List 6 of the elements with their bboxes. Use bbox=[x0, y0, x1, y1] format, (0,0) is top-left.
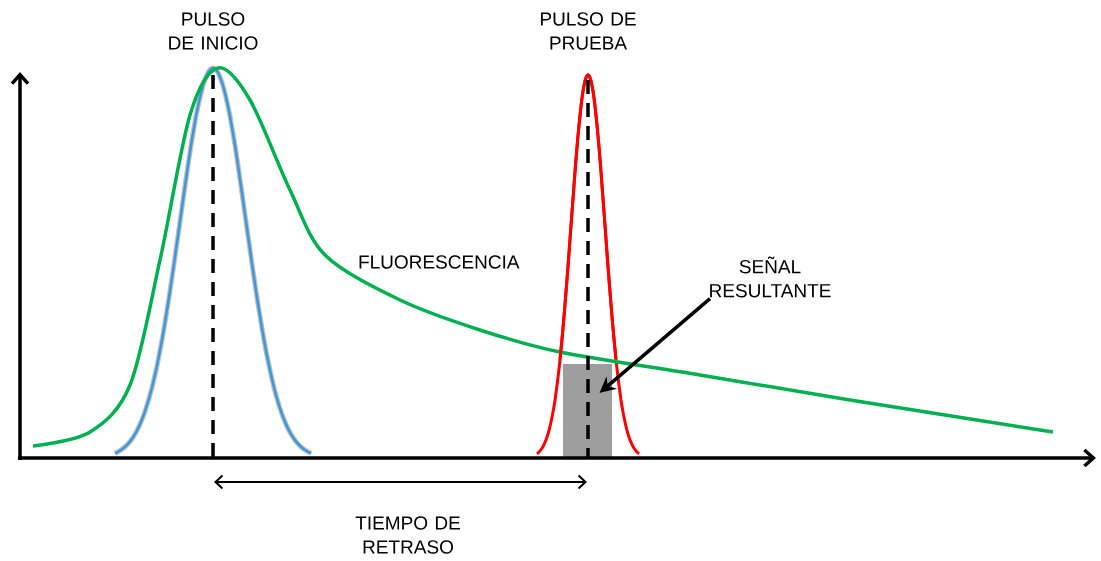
text-label: FLUORESCENCIA bbox=[359, 255, 520, 269]
text-label: TIEMPO DE RETRASO bbox=[355, 516, 460, 554]
text-label: PULSO DE INICIO bbox=[169, 12, 258, 50]
callout-label: SEÑAL RESULTANTE bbox=[710, 256, 831, 298]
signal-area bbox=[563, 364, 612, 458]
text-label: PULSO DE PRUEBA bbox=[541, 12, 636, 50]
